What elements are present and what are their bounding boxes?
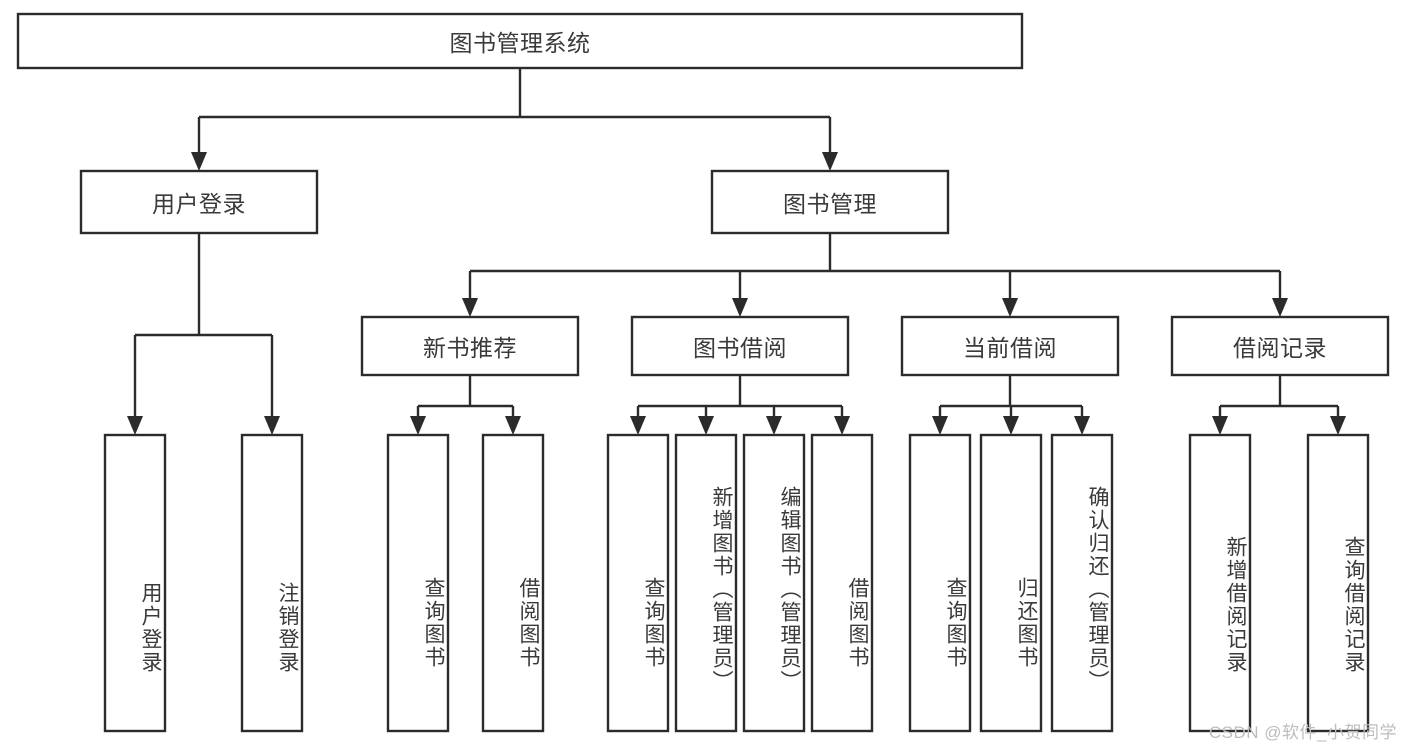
node-box-leaf-user-login[interactable] (103, 433, 167, 733)
node-box-current-borrow[interactable] (900, 315, 1120, 377)
node-box-leaf-return-book[interactable] (979, 433, 1043, 733)
arrow-head-leaf-add-book (698, 416, 714, 435)
arrow-head-book-borrow (732, 298, 748, 317)
node-box-book-management[interactable] (710, 169, 950, 235)
node-box-leaf-query-record[interactable] (1306, 433, 1370, 733)
node-box-leaf-confirm-return[interactable] (1050, 433, 1114, 733)
node-box-leaf-borrow-book-1[interactable] (481, 433, 545, 733)
node-box-borrow-record[interactable] (1170, 315, 1390, 377)
arrow-head-leaf-query-record (1330, 416, 1346, 435)
arrow-head-borrow-record (1272, 298, 1288, 317)
arrow-head-leaf-edit-book (766, 416, 782, 435)
node-box-leaf-logout[interactable] (240, 433, 304, 733)
arrow-head-leaf-user-login (127, 416, 143, 435)
arrow-head-book-management (822, 152, 838, 171)
arrow-head-leaf-borrow-book-1 (505, 416, 521, 435)
arrow-head-leaf-return-book (1003, 416, 1019, 435)
arrow-head-leaf-query-book-3 (932, 416, 948, 435)
node-box-leaf-query-book-2[interactable] (606, 433, 670, 733)
arrow-head-leaf-confirm-return (1074, 416, 1090, 435)
arrow-head-current-borrow (1002, 298, 1018, 317)
node-box-user-login[interactable] (79, 169, 319, 235)
watermark-label: CSDN @软件_小贺同学 (1208, 723, 1397, 742)
node-box-root[interactable] (16, 12, 1024, 70)
arrow-head-leaf-query-book-1 (410, 416, 426, 435)
node-box-leaf-query-book-1[interactable] (386, 433, 450, 733)
arrow-head-leaf-borrow-book-2 (834, 416, 850, 435)
arrow-head-leaf-add-record (1212, 416, 1228, 435)
node-box-leaf-add-record[interactable] (1188, 433, 1252, 733)
node-box-new-book-recommend[interactable] (360, 315, 580, 377)
arrow-head-user-login (191, 152, 207, 171)
node-box-leaf-add-book[interactable] (674, 433, 738, 733)
node-box-leaf-query-book-3[interactable] (908, 433, 972, 733)
node-box-book-borrow[interactable] (630, 315, 850, 377)
arrow-head-leaf-query-book-2 (630, 416, 646, 435)
arrow-head-leaf-logout (264, 416, 280, 435)
node-box-leaf-borrow-book-2[interactable] (810, 433, 874, 733)
arrow-head-new-book-recommend (462, 298, 478, 317)
node-box-leaf-edit-book[interactable] (742, 433, 806, 733)
